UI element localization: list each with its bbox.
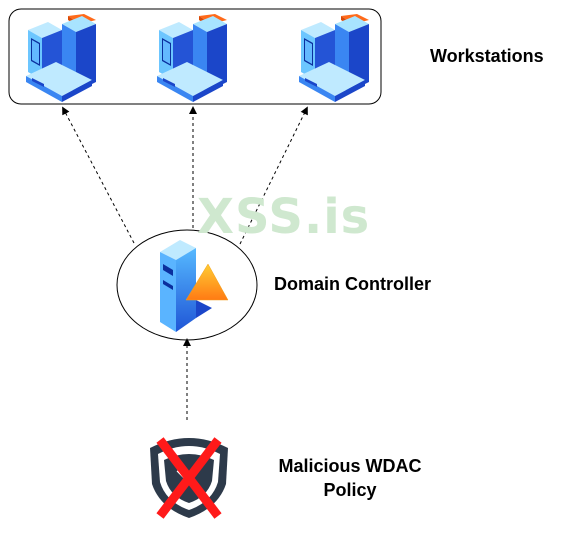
server-icon (160, 240, 212, 332)
workstations-label: Workstations (430, 46, 544, 66)
policy-label-line-1: Malicious WDAC (278, 456, 422, 476)
warning-triangle-icon (185, 263, 229, 301)
policy-label-line-2: Policy (323, 480, 377, 500)
domain-controller-label: Domain Controller (274, 274, 432, 294)
watermark: XSS.is (197, 189, 371, 245)
arrow-dc-to-workstation-1 (62, 106, 135, 244)
malicious-wdac-policy-label: Malicious WDAC Policy (262, 454, 438, 502)
arrow-dc-to-workstation-3 (239, 106, 308, 245)
red-x-icon (156, 437, 222, 519)
